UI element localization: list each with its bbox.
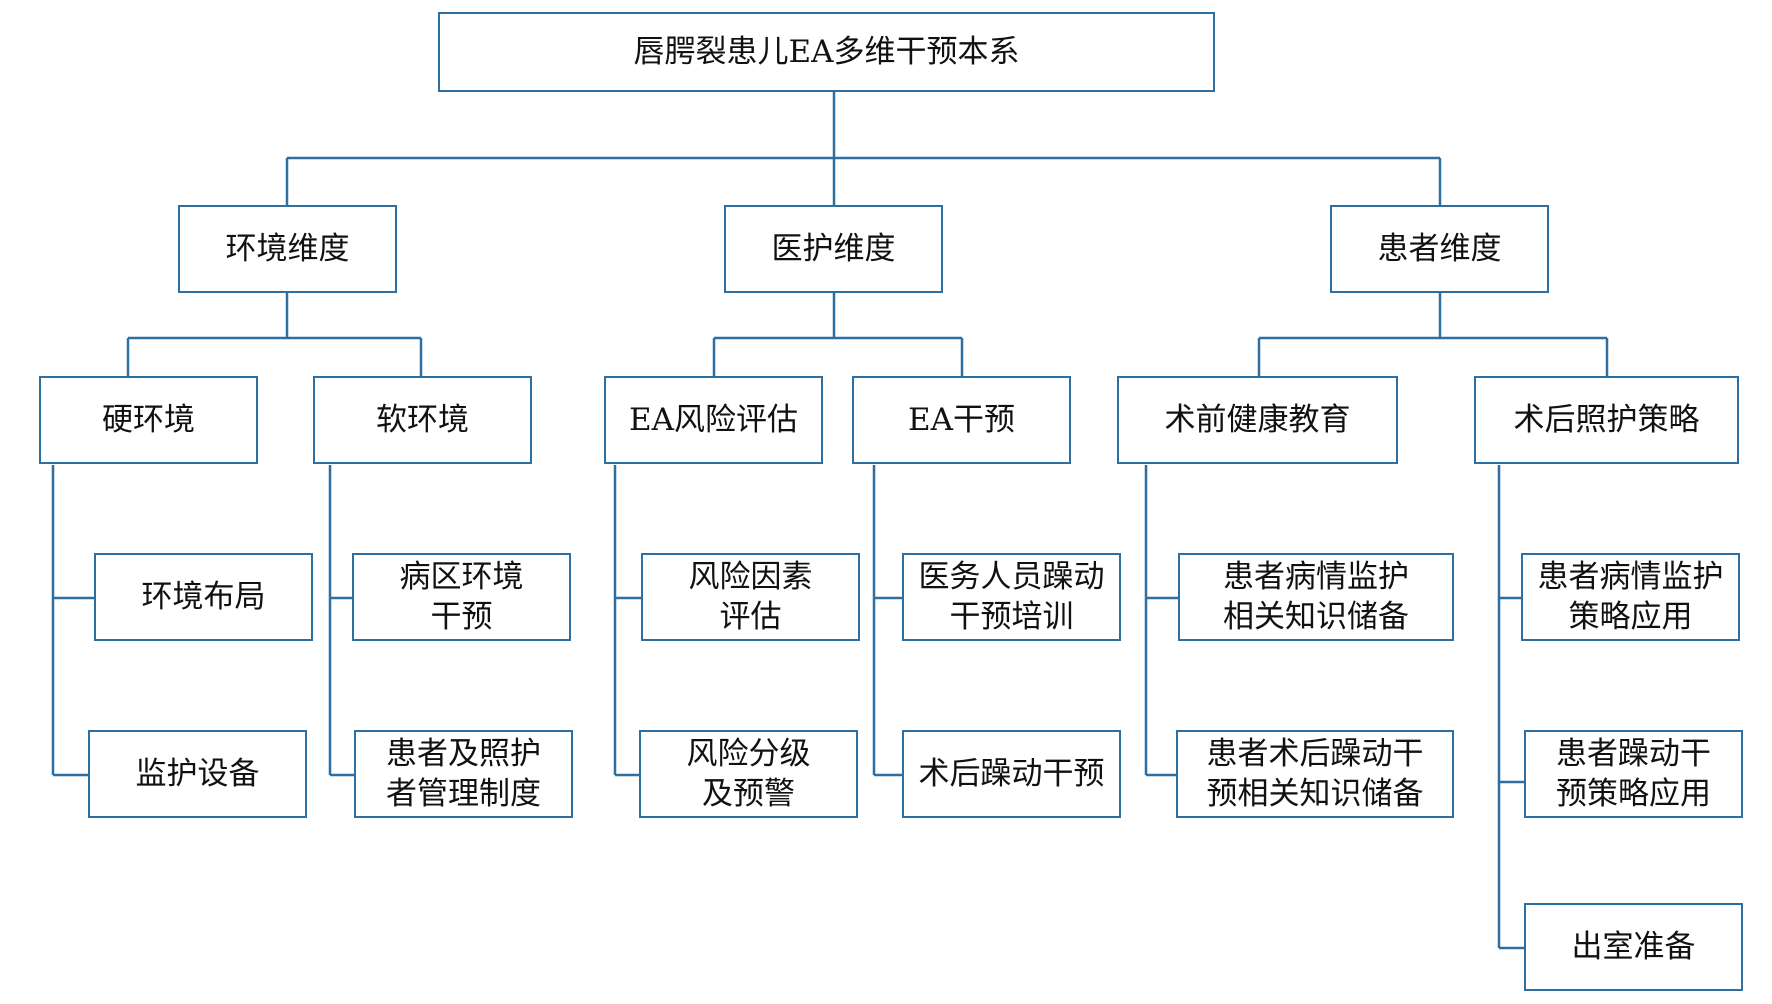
leaf-ward-environment-intervention: 病区环境 干预 (352, 553, 571, 641)
leaf-risk-grading-warning: 风险分级 及预警 (639, 730, 858, 818)
medical-dimension-node: 医护维度 (724, 205, 943, 293)
leaf-condition-monitoring-strategy: 患者病情监护 策略应用 (1521, 553, 1740, 641)
leaf-environment-layout: 环境布局 (94, 553, 313, 641)
hard-environment-node: 硬环境 (39, 376, 258, 464)
ea-intervention-node: EA干预 (852, 376, 1071, 464)
patient-dimension-node: 患者维度 (1330, 205, 1549, 293)
leaf-agitation-knowledge: 患者术后躁动干 预相关知识储备 (1176, 730, 1454, 818)
leaf-condition-monitoring-knowledge: 患者病情监护 相关知识储备 (1178, 553, 1454, 641)
postop-care-node: 术后照护策略 (1474, 376, 1739, 464)
leaf-risk-factor-assessment: 风险因素 评估 (641, 553, 860, 641)
ea-risk-assessment-node: EA风险评估 (604, 376, 823, 464)
preop-education-node: 术前健康教育 (1117, 376, 1398, 464)
leaf-agitation-strategy: 患者躁动干 预策略应用 (1524, 730, 1743, 818)
leaf-discharge-preparation: 出室准备 (1524, 903, 1743, 991)
leaf-patient-caregiver-management: 患者及照护 者管理制度 (354, 730, 573, 818)
leaf-monitoring-equipment: 监护设备 (88, 730, 307, 818)
environment-dimension-node: 环境维度 (178, 205, 397, 293)
root-node: 唇腭裂患儿EA多维干预本系 (438, 12, 1215, 92)
leaf-postop-agitation-intervention: 术后躁动干预 (902, 730, 1121, 818)
soft-environment-node: 软环境 (313, 376, 532, 464)
leaf-staff-training: 医务人员躁动 干预培训 (902, 553, 1121, 641)
